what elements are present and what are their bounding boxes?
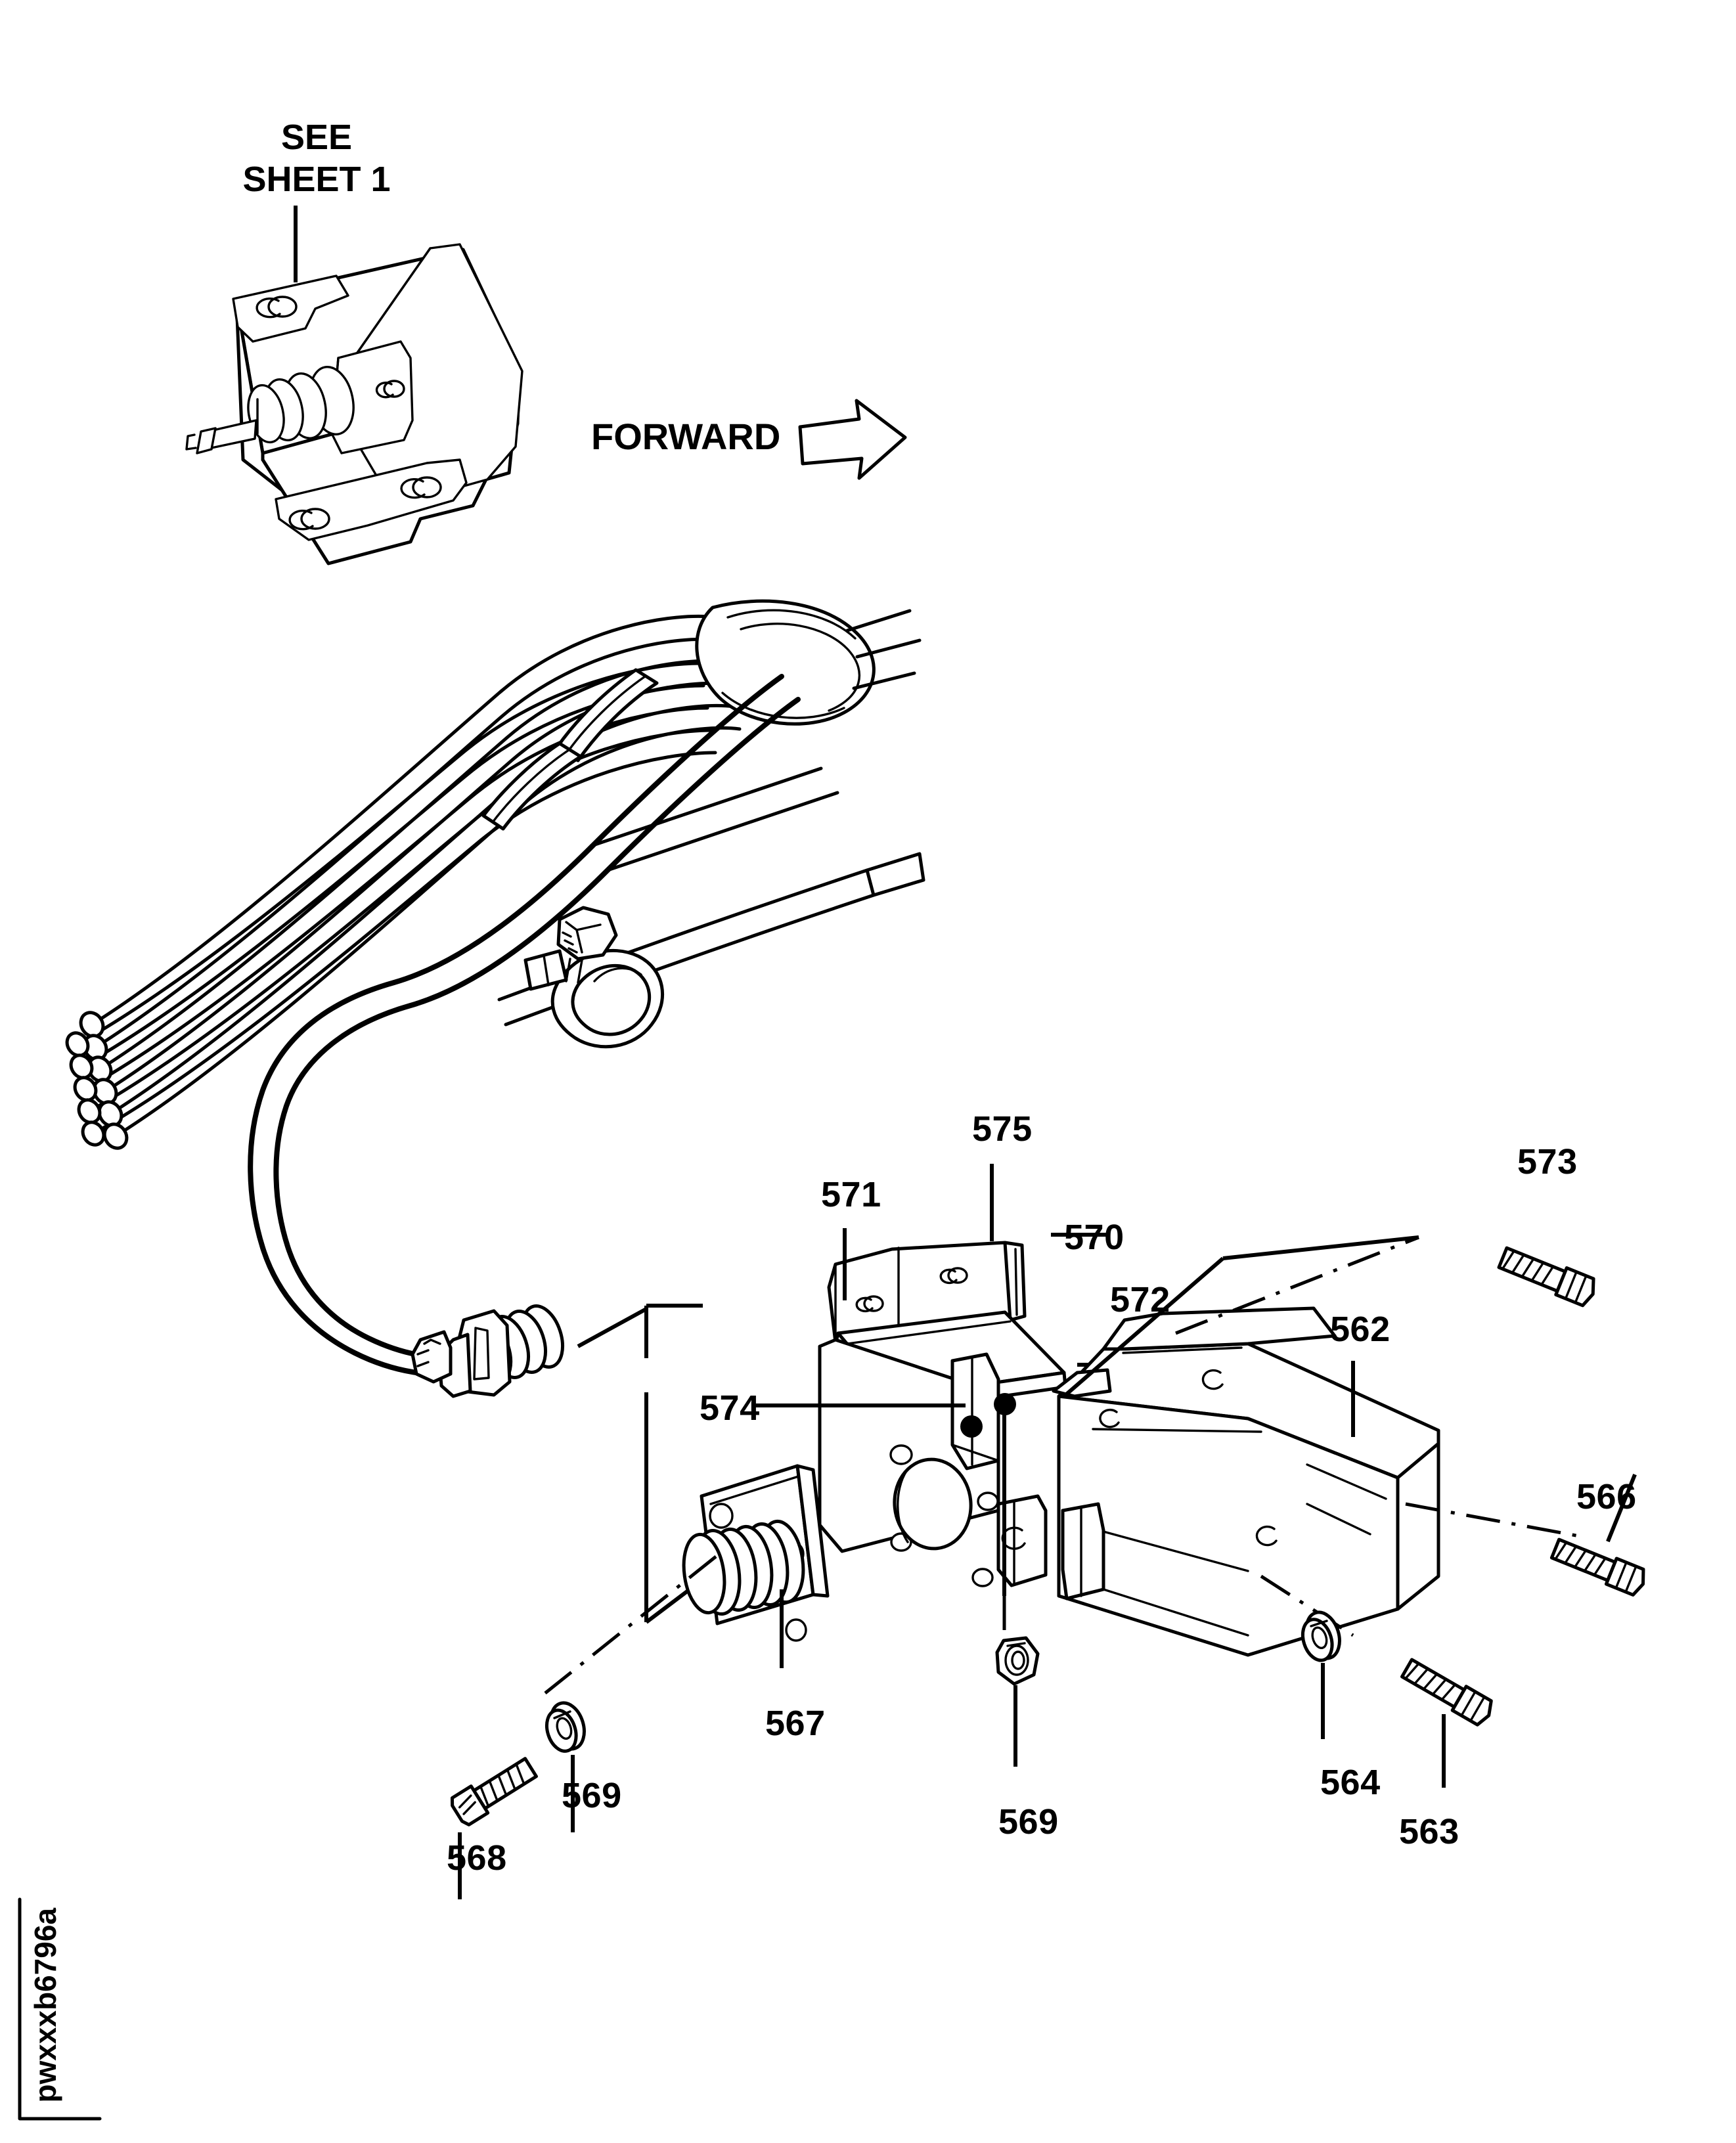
axis-573-solid — [1222, 1235, 1419, 1260]
connector-block-hole — [383, 380, 405, 398]
callout-569-center: 569 — [998, 1802, 1059, 1842]
bracket-hole-a — [863, 1295, 884, 1312]
callout-575: 575 — [972, 1109, 1033, 1149]
callout-573: 573 — [1517, 1142, 1578, 1182]
cover-upper-flange — [1102, 1306, 1337, 1351]
bracket-hole-b — [947, 1267, 968, 1284]
forward-label: FORWARD — [591, 416, 781, 457]
axis-573 — [1175, 1235, 1419, 1335]
cap-screw-563 — [1400, 1658, 1493, 1727]
lock-washer-569a — [545, 1701, 586, 1753]
harness-tie-band-2 — [481, 741, 583, 831]
forward-arrow-icon — [798, 399, 907, 480]
leader-566 — [1606, 1474, 1637, 1543]
cable-clamp — [523, 906, 665, 1049]
harness-right-termination — [695, 599, 922, 726]
axis-573-solid-2 — [1063, 1256, 1224, 1398]
bracket-assembly-570 — [751, 1164, 1151, 1662]
callout-564: 564 — [1320, 1763, 1381, 1802]
bracket-hole-c — [889, 1444, 913, 1465]
mount-hole-upper — [267, 296, 298, 318]
plunger-tip — [196, 427, 217, 454]
bracket-center-rib — [950, 1352, 1000, 1470]
receptacle-567 — [544, 1464, 830, 1694]
wire-harness-bundle — [65, 599, 925, 1377]
axis-563 — [1260, 1574, 1354, 1637]
see-sheet-line-2: SHEET 1 — [242, 159, 391, 199]
plug-leader-line — [577, 1307, 648, 1348]
callout-567: 567 — [765, 1704, 826, 1743]
bracket-connector-cutout — [893, 1457, 973, 1551]
axis-566 — [1405, 1502, 1584, 1539]
callout-563: 563 — [1399, 1812, 1459, 1851]
see-sheet-note: SEE SHEET 1 — [238, 117, 395, 200]
bracket-hole-f — [971, 1568, 994, 1587]
bracket-lower-tab — [996, 1494, 1048, 1587]
cover-lower-return — [1061, 1502, 1105, 1601]
callout-569-left: 569 — [562, 1776, 622, 1815]
harness-branch-cable — [248, 674, 839, 1377]
bracket-right-end — [1003, 1241, 1027, 1322]
connector-block — [330, 340, 414, 454]
callout-570: 570 — [1064, 1218, 1124, 1257]
cap-screw-573 — [1497, 1246, 1595, 1308]
callout-568: 568 — [447, 1838, 507, 1878]
cover-562 — [1052, 1235, 1584, 1657]
callout-571: 571 — [821, 1175, 881, 1214]
mount-hole-lower-right — [412, 476, 442, 498]
receptacle-hardware-axis — [544, 1555, 717, 1694]
callout-572: 572 — [1110, 1280, 1170, 1319]
callout-566: 566 — [1576, 1477, 1637, 1516]
harness-cut-ends — [65, 1011, 129, 1150]
harness-tie-band-1 — [555, 668, 659, 762]
cap-screw-566 — [1549, 1474, 1645, 1597]
hex-nut-569 — [995, 1636, 1040, 1686]
bolt-head-575-b — [960, 1415, 983, 1438]
cover-right-face — [1396, 1442, 1440, 1611]
cable-connector-plug — [411, 1304, 648, 1398]
see-sheet-line-1: SEE — [280, 118, 353, 157]
sheet-watermark: pwxxxb6796a — [28, 1908, 62, 2103]
sheet1-reference-assembly — [185, 206, 523, 565]
screw-568 — [450, 1757, 538, 1826]
callout-574: 574 — [700, 1388, 760, 1428]
mount-hole-lower-left — [300, 508, 330, 530]
bracket-hole-d — [977, 1491, 999, 1511]
callout-562: 562 — [1330, 1310, 1391, 1349]
watermark-corner-rule — [18, 1897, 102, 2121]
harness-upper-strands — [76, 614, 742, 1138]
lock-washer-564 — [1301, 1610, 1341, 1662]
